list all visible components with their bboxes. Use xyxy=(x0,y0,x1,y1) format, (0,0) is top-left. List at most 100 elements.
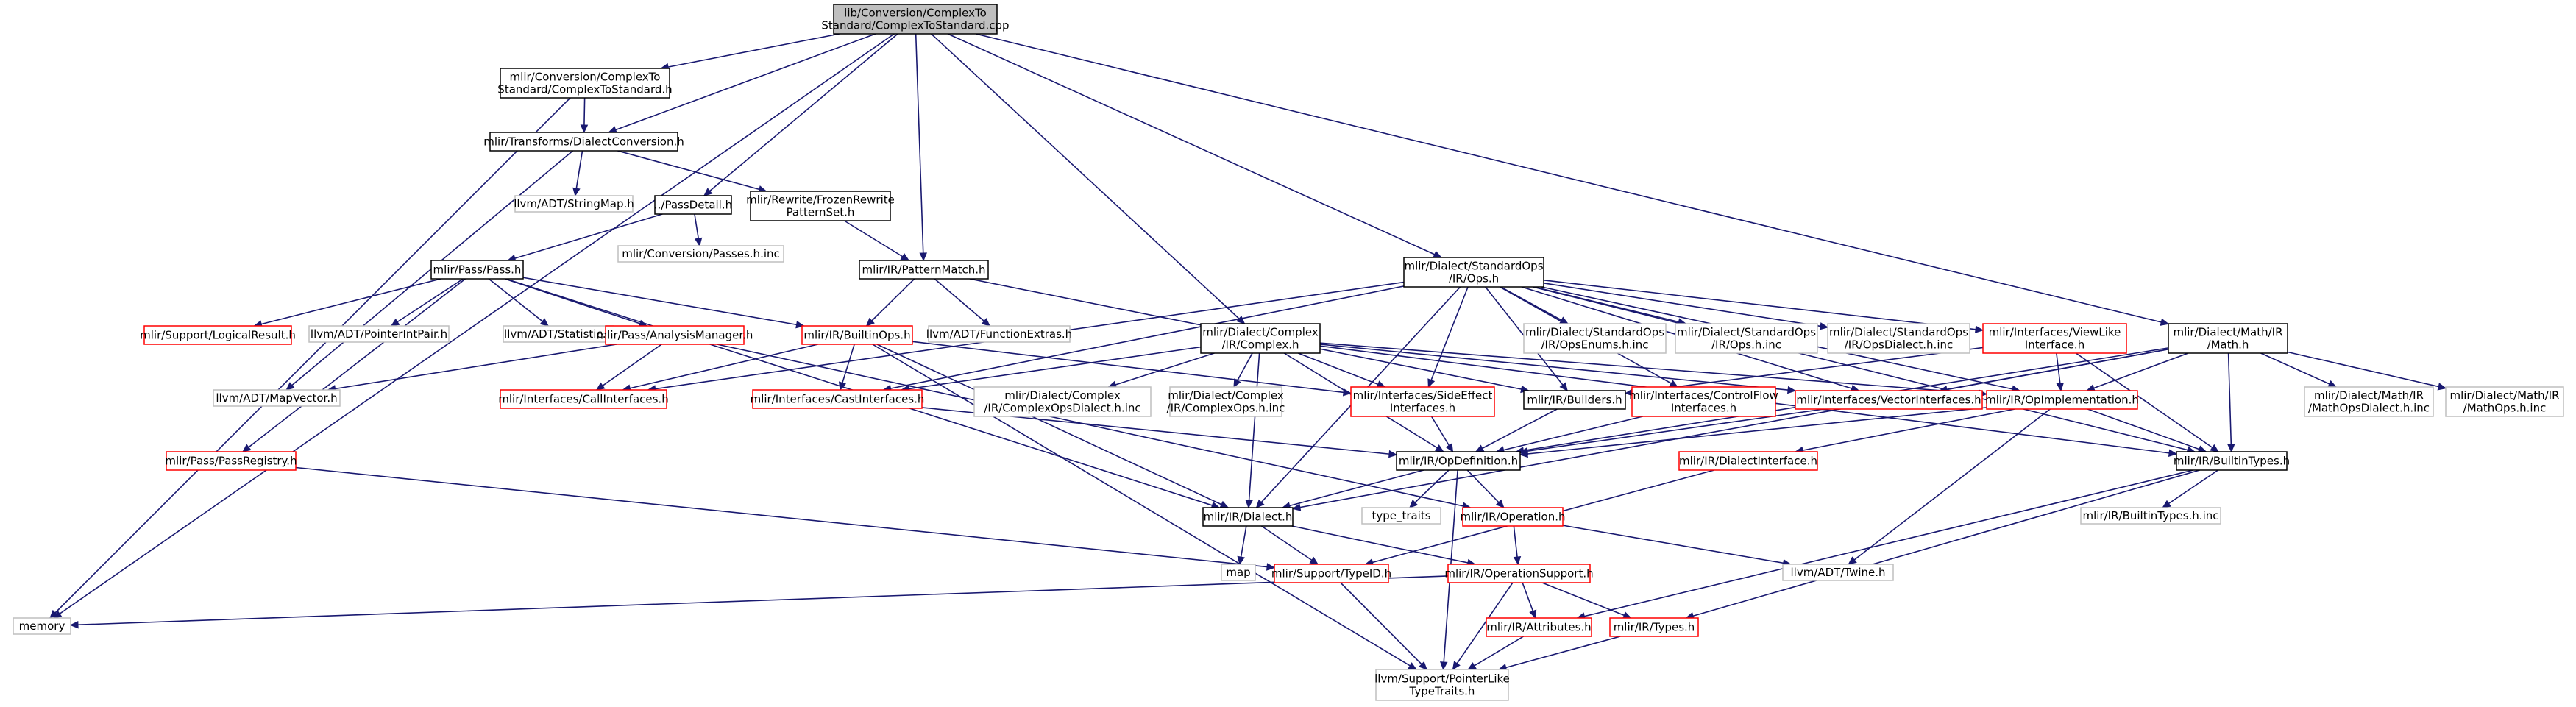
arrowhead-pass_h-to-ptrintpair xyxy=(390,318,400,327)
node-logicalresult[interactable]: mlir/Support/LogicalResult.h xyxy=(140,325,296,345)
arrowhead-patternmatch-to-funcextras xyxy=(981,318,991,327)
node-attributes[interactable]: mlir/IR/Attributes.h xyxy=(1486,617,1592,637)
node-builtintypes_inc[interactable]: mlir/IR/BuiltinTypes.h.inc xyxy=(2080,507,2221,525)
arrowhead-passdetail-to-passes_inc xyxy=(694,237,703,247)
node-math_h[interactable]: mlir/Dialect/Math/IR/Math.h xyxy=(2168,323,2288,354)
edge-pass_h-to-statistic xyxy=(488,278,549,327)
node-opdef[interactable]: mlir/IR/OpDefinition.h xyxy=(1396,451,1521,471)
arrowhead-builtinops-to-castifaces xyxy=(838,381,847,391)
edge-analysismgr-to-mapvector xyxy=(327,344,617,391)
edge-types-to-ptrlike xyxy=(1498,636,1621,670)
edge-complex_h-to-dialect_h xyxy=(1248,352,1260,508)
node-label: /IR/Complex.h xyxy=(1221,338,1299,352)
node-box xyxy=(2304,386,2434,417)
edge-builtinops-to-sideeffect xyxy=(912,341,1352,394)
node-box xyxy=(1523,323,1667,354)
node-mathops_inc[interactable]: mlir/Dialect/Math/IR/MathOps.h.inc xyxy=(2445,386,2564,417)
node-stdops[interactable]: mlir/Dialect/StandardOps/IR/Ops.h xyxy=(1403,257,1544,288)
node-label: mlir/IR/BuiltinTypes.h.inc xyxy=(2083,509,2219,522)
node-box xyxy=(1274,564,1389,583)
node-type_traits[interactable]: type_traits xyxy=(1361,507,1441,525)
node-builders[interactable]: mlir/IR/Builders.h xyxy=(1523,390,1626,410)
node-funcextras[interactable]: llvm/ADT/FunctionExtras.h xyxy=(926,325,1072,343)
node-label: Interface.h xyxy=(2025,338,2084,352)
node-opimpl[interactable]: mlir/IR/OpImplementation.h xyxy=(1985,390,2139,410)
edge-opsupport-to-types xyxy=(1541,582,1631,619)
node-box xyxy=(166,451,297,471)
edge-root-to-dialconv xyxy=(608,33,876,133)
arrowhead-complex_h-to-cplxops_inc xyxy=(1233,378,1241,388)
arrowhead-math_h-to-dialect_h xyxy=(1291,503,1302,511)
node-complex_h[interactable]: mlir/Dialect/Complex/IR/Complex.h xyxy=(1200,323,1321,354)
arrowhead-typeid-to-ptrlike xyxy=(1418,661,1427,670)
arrowhead-builtintypes-to-builtintypes_inc xyxy=(2162,500,2171,508)
node-cplxopsdialect[interactable]: mlir/Dialect/Complex/IR/ComplexOpsDialec… xyxy=(973,386,1152,417)
node-statistic[interactable]: llvm/ADT/Statistic.h xyxy=(503,325,614,343)
node-dialconv[interactable]: mlir/Transforms/DialectConversion.h xyxy=(483,132,684,152)
node-label: llvm/ADT/FunctionExtras.h xyxy=(926,327,1072,341)
node-typeid[interactable]: mlir/Support/TypeID.h xyxy=(1271,564,1391,583)
node-castifaces[interactable]: mlir/Interfaces/CastInterfaces.h xyxy=(751,389,925,409)
node-vectoriface[interactable]: mlir/Interfaces/VectorInterfaces.h xyxy=(1795,390,1983,410)
node-dialect_h[interactable]: mlir/IR/Dialect.h xyxy=(1202,507,1294,527)
node-analysismgr[interactable]: mlir/Pass/AnalysisManager.h xyxy=(597,325,753,345)
node-passes_inc[interactable]: mlir/Conversion/Passes.h.inc xyxy=(617,245,784,263)
edge-stdops-to-castifaces xyxy=(883,285,1405,391)
edge-opimpl-to-twine xyxy=(1848,408,2051,565)
edge-dialect_h-to-typeid xyxy=(1260,525,1319,565)
arrowhead-passregistry-to-typeid xyxy=(1266,563,1276,571)
edge-dialect_h-to-opsupport xyxy=(1291,525,1475,565)
arrowhead-complex_h-to-opdef xyxy=(1435,444,1444,452)
node-box xyxy=(1169,386,1282,417)
edge-math_h-to-mathops_inc xyxy=(2287,351,2447,389)
node-callifaces[interactable]: mlir/Interfaces/CallInterfaces.h xyxy=(498,389,669,409)
arrowhead-analysismgr-to-callifaces xyxy=(595,382,606,391)
node-root[interactable]: lib/Conversion/ComplexToStandard/Complex… xyxy=(821,4,1010,35)
node-box xyxy=(617,245,784,263)
node-builtinops[interactable]: mlir/IR/BuiltinOps.h xyxy=(801,325,913,345)
node-label: llvm/ADT/MapVector.h xyxy=(216,391,337,405)
node-memory[interactable]: memory xyxy=(13,617,71,635)
node-stdops_inc[interactable]: mlir/Dialect/StandardOps/IR/Ops.h.inc xyxy=(1675,323,1818,354)
node-pass_h[interactable]: mlir/Pass/Pass.h xyxy=(430,260,524,280)
node-label: /Math.h xyxy=(2207,338,2249,352)
node-label: llvm/ADT/PointerIntPair.h xyxy=(311,327,447,341)
node-label: mlir/Dialect/StandardOps xyxy=(1829,326,1968,339)
node-twine[interactable]: llvm/ADT/Twine.h xyxy=(1782,564,1894,581)
node-passregistry[interactable]: mlir/Pass/PassRegistry.h xyxy=(165,451,297,471)
node-builtintypes[interactable]: mlir/IR/BuiltinTypes.h xyxy=(2174,451,2290,471)
arrowhead-opimpl-to-twine xyxy=(1848,556,1857,565)
node-label: mlir/Dialect/Complex xyxy=(1202,326,1319,339)
node-operation[interactable]: mlir/IR/Operation.h xyxy=(1461,507,1566,527)
arrowhead-dialconv-to-stringmap xyxy=(572,187,581,197)
edge-opimpl-to-dialectiface xyxy=(1795,408,2015,452)
node-mathdialect_inc[interactable]: mlir/Dialect/Math/IR/MathOpsDialect.h.in… xyxy=(2304,386,2434,417)
node-opsupport[interactable]: mlir/IR/OperationSupport.h xyxy=(1444,564,1594,583)
node-cplxops_inc[interactable]: mlir/Dialect/Complex/IR/ComplexOps.h.inc xyxy=(1167,386,1285,417)
edge-complex_h-to-vectoriface xyxy=(1319,344,1796,391)
node-types[interactable]: mlir/IR/Types.h xyxy=(1609,617,1699,637)
node-map[interactable]: map xyxy=(1221,564,1256,581)
node-stdenums[interactable]: mlir/Dialect/StandardOps/IR/OpsEnums.h.i… xyxy=(1523,323,1667,354)
node-label: mlir/Dialect/Complex xyxy=(1168,389,1284,402)
node-ptrintpair[interactable]: llvm/ADT/PointerIntPair.h xyxy=(308,325,450,343)
node-label: mlir/Support/LogicalResult.h xyxy=(140,329,296,342)
node-patternmatch[interactable]: mlir/IR/PatternMatch.h xyxy=(859,260,989,280)
edge-patternmatch-to-funcextras xyxy=(934,278,990,327)
node-cts_h[interactable]: mlir/Conversion/ComplexToStandard/Comple… xyxy=(497,68,673,99)
node-mapvector[interactable]: llvm/ADT/MapVector.h xyxy=(213,389,341,407)
node-label: mlir/Interfaces/VectorInterfaces.h xyxy=(1796,394,1981,407)
node-passdetail[interactable]: ../PassDetail.h xyxy=(654,195,732,215)
node-stringmap[interactable]: llvm/ADT/StringMap.h xyxy=(514,195,634,213)
arrowhead-dialect_h-to-typeid xyxy=(1309,556,1319,565)
node-label: mlir/Interfaces/CallInterfaces.h xyxy=(498,393,668,406)
node-stdopsdialect[interactable]: mlir/Dialect/StandardOps/IR/OpsDialect.h… xyxy=(1827,323,1970,354)
arrowhead-cts_h-to-dialconv xyxy=(580,124,589,134)
node-dialectiface[interactable]: mlir/IR/DialectInterface.h xyxy=(1678,451,1818,471)
node-label: Interfaces.h xyxy=(1390,402,1455,415)
